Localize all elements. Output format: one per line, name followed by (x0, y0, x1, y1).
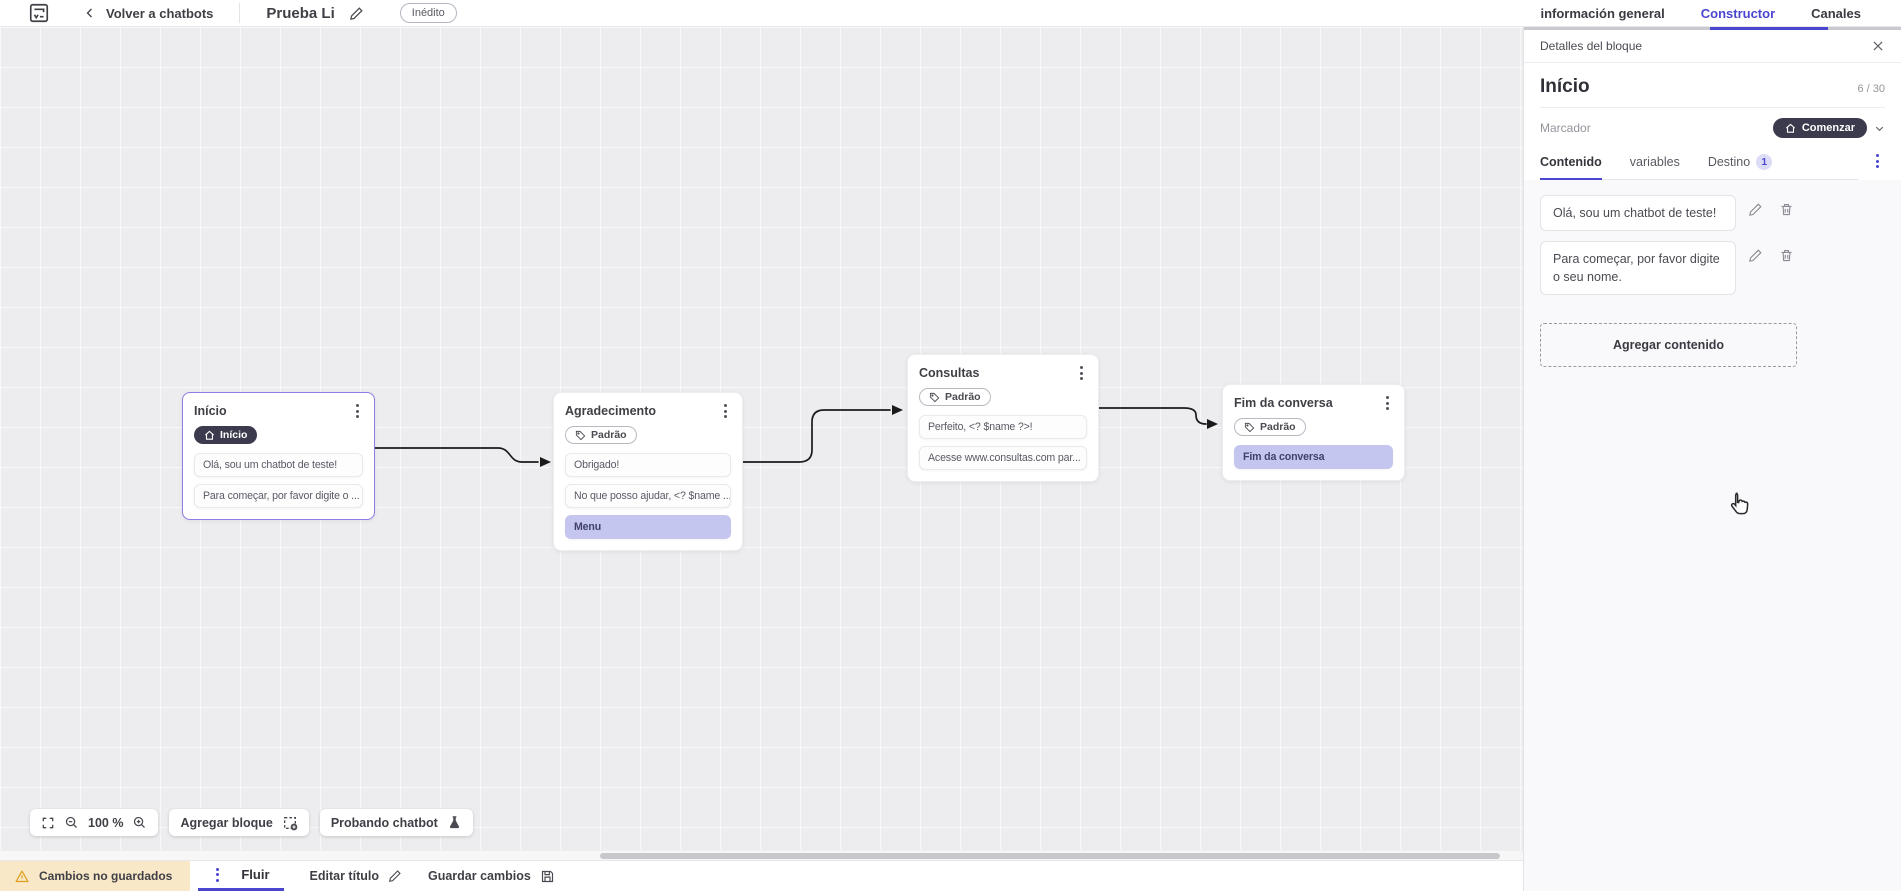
bottom-bar: Cambios no guardados Fluir Editar título… (0, 860, 1523, 891)
block-title: Início (194, 404, 227, 418)
tab-canales[interactable]: Canales (1811, 5, 1861, 21)
chevron-left-icon (86, 8, 92, 18)
block-details-panel: Detalles del bloque Início 6 / 30 Marcad… (1523, 27, 1901, 891)
edit-title-icon[interactable] (349, 6, 364, 21)
chevron-down-icon[interactable] (1874, 123, 1885, 134)
block-menu-icon[interactable] (720, 402, 731, 420)
flow-tab-label: Fluir (241, 867, 270, 882)
main-tabs: información general Constructor Canales (1504, 6, 1901, 21)
save-changes-button[interactable]: Guardar cambios (428, 861, 555, 891)
delete-content-icon[interactable] (1779, 202, 1794, 231)
add-block-label: Agregar bloque (180, 815, 273, 830)
marker-label: Marcador (1540, 121, 1591, 135)
home-icon (1785, 123, 1795, 133)
warning-icon (15, 870, 29, 882)
block-name: Início (1540, 76, 1590, 97)
flask-icon (447, 815, 462, 830)
tab-variables[interactable]: variables (1629, 155, 1680, 169)
app-logo-icon (28, 2, 50, 24)
panel-top-track (1524, 27, 1901, 30)
panel-title: Detalles del bloque (1540, 39, 1643, 53)
block-message[interactable]: Obrigado! (565, 452, 731, 477)
block-message[interactable]: Para começar, por favor digite o ... (194, 483, 363, 508)
test-chatbot-button[interactable]: Probando chatbot (319, 809, 473, 836)
content-card[interactable]: Para começar, por favor digite o seu nom… (1540, 241, 1736, 296)
flow-edges (372, 405, 1218, 467)
block-title: Agradecimento (565, 404, 656, 418)
canvas-controls: 100 % Agregar bloque Probando chatbot (30, 809, 473, 836)
tab-fluir[interactable]: Fluir (198, 861, 284, 891)
char-counter: 6 / 30 (1857, 83, 1885, 95)
block-message[interactable]: Olá, sou um chatbot de teste! (194, 452, 363, 477)
destino-count-badge: 1 (1756, 154, 1773, 170)
horizontal-scrollbar-thumb[interactable] (600, 853, 1500, 859)
divider (239, 3, 241, 23)
tab-constructor[interactable]: Constructor (1700, 5, 1776, 21)
block-menu-icon[interactable] (352, 402, 363, 420)
close-icon[interactable] (1871, 39, 1885, 53)
block-message[interactable]: Perfeito, <? $name ?>! (919, 414, 1087, 439)
flow-block-consultas[interactable]: Consultas Padrão Perfeito, <? $name ?>! … (907, 354, 1099, 482)
block-tag-padrao: Padrão (565, 426, 637, 444)
tag-icon (929, 392, 940, 402)
panel-content: Olá, sou um chatbot de teste! Para começ… (1524, 180, 1901, 891)
panel-menu-icon[interactable] (1872, 152, 1883, 170)
top-bar: Volver a chatbots Prueba Li Inédito info… (0, 0, 1901, 27)
edit-content-icon[interactable] (1748, 248, 1763, 295)
add-block-button[interactable]: Agregar bloque (169, 809, 309, 836)
edge-inicio-agradecimento (372, 447, 539, 463)
mouse-cursor (1728, 491, 1750, 516)
block-tag-padrao: Padrão (1234, 418, 1306, 436)
edit-title-button[interactable]: Editar título (310, 861, 402, 891)
edge-consultas-fim (1098, 407, 1207, 425)
block-tag-padrao: Padrão (919, 388, 991, 406)
block-message-fim[interactable]: Fim da conversa (1234, 444, 1393, 469)
save-icon (540, 869, 555, 884)
horizontal-scrollbar (0, 850, 1523, 860)
zoom-in-icon[interactable] (132, 815, 147, 830)
block-message-menu[interactable]: Menu (565, 514, 731, 539)
block-message[interactable]: No que posso ajudar, <? $name ... (565, 483, 731, 508)
delete-content-icon[interactable] (1779, 248, 1794, 295)
flow-block-inicio[interactable]: Início Início Olá, sou um chatbot de tes… (182, 392, 375, 520)
block-title: Fim da conversa (1234, 396, 1333, 410)
edit-content-icon[interactable] (1748, 202, 1763, 231)
block-menu-icon[interactable] (1076, 364, 1087, 382)
tag-icon (1244, 422, 1255, 432)
fullscreen-icon[interactable] (41, 816, 55, 830)
chatbot-title: Prueba Li (266, 4, 335, 22)
flow-tab-menu-icon[interactable] (212, 866, 223, 884)
tag-icon (575, 430, 586, 440)
marker-value-button[interactable]: Comenzar (1772, 118, 1867, 138)
back-label: Volver a chatbots (106, 5, 214, 21)
home-icon (205, 430, 214, 440)
back-to-chatbots-button[interactable]: Volver a chatbots (84, 6, 213, 21)
unsaved-changes-chip: Cambios no guardados (0, 861, 191, 891)
tab-informacion-general[interactable]: información general (1540, 5, 1665, 21)
flow-block-agradecimento[interactable]: Agradecimento Padrão Obrigado! No que po… (553, 392, 743, 551)
status-badge: Inédito (399, 3, 457, 23)
content-card[interactable]: Olá, sou um chatbot de teste! (1540, 195, 1736, 232)
block-message[interactable]: Acesse www.consultas.com par... (919, 445, 1087, 470)
flow-canvas[interactable]: Início Início Olá, sou um chatbot de tes… (0, 27, 1523, 860)
unsaved-changes-label: Cambios no guardados (39, 869, 173, 883)
block-tag-inicio: Início (194, 426, 258, 444)
test-chatbot-label: Probando chatbot (330, 815, 438, 830)
add-content-button[interactable]: Agregar contenido (1540, 323, 1797, 368)
edge-agradecimento-consultas (739, 409, 891, 463)
zoom-control-group: 100 % (30, 809, 159, 836)
flow-block-fim-da-conversa[interactable]: Fim da conversa Padrão Fim da conversa (1222, 384, 1405, 481)
add-block-icon (282, 815, 298, 831)
zoom-out-icon[interactable] (64, 815, 79, 830)
tab-contenido[interactable]: Contenido (1540, 148, 1602, 180)
block-title: Consultas (919, 366, 980, 380)
block-menu-icon[interactable] (1382, 394, 1393, 412)
zoom-level: 100 % (88, 815, 124, 830)
pencil-icon (388, 869, 402, 883)
